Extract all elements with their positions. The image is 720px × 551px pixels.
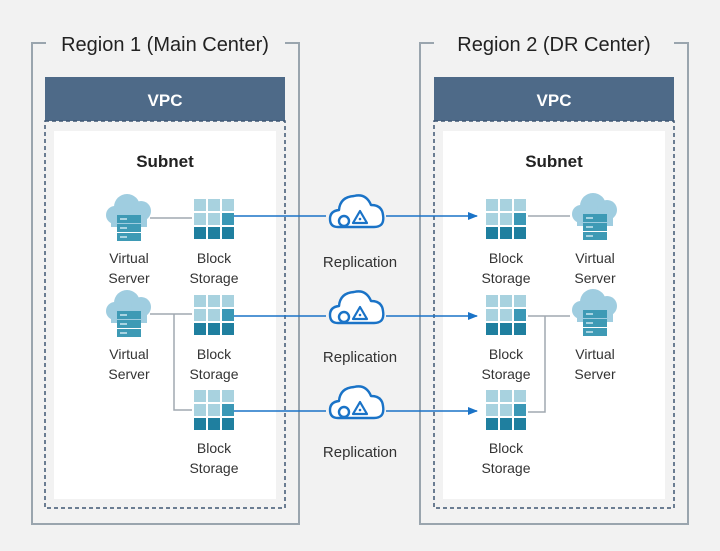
block-storage: Block Storage <box>481 295 531 382</box>
subnet-2 <box>443 131 665 499</box>
virtual-server-label-line1: Virtual <box>109 346 148 362</box>
block-storage-icon <box>194 295 234 335</box>
replication-label: Replication <box>323 444 397 461</box>
block-storage-label-line1: Block <box>197 440 232 456</box>
replication-label: Replication <box>323 254 397 271</box>
subnet-1-label: Subnet <box>136 152 194 171</box>
virtual-server-label-line1: Virtual <box>575 250 614 266</box>
block-storage: Block Storage <box>481 199 531 286</box>
virtual-server-label-line2: Server <box>108 366 150 382</box>
connector <box>150 313 192 411</box>
replication-links: Replication Replication Replication <box>234 194 478 461</box>
replication: Replication <box>323 194 397 271</box>
block-storage-icon <box>194 390 234 430</box>
block-storage-label-line1: Block <box>197 250 232 266</box>
vpc-1-frame <box>44 120 286 509</box>
block-storage-label-line2: Storage <box>189 460 238 476</box>
block-storage-icon <box>486 390 526 430</box>
replication: Replication <box>323 290 397 366</box>
region-1-border <box>31 42 300 525</box>
region-1: Region 1 (Main Center) VPC Subnet Virtua… <box>31 34 300 525</box>
region-2-border <box>419 42 689 525</box>
vpc-2-frame <box>433 120 675 509</box>
virtual-server-label-line2: Server <box>574 366 616 382</box>
block-storage-label-line1: Block <box>489 440 524 456</box>
subnet-1 <box>54 131 276 499</box>
vpc-2-header <box>434 77 674 121</box>
virtual-server-label-line1: Virtual <box>109 250 148 266</box>
block-storage-label-line2: Storage <box>481 366 530 382</box>
block-storage-label-line2: Storage <box>481 270 530 286</box>
replication: Replication <box>323 385 397 461</box>
block-storage-label-line2: Storage <box>189 270 238 286</box>
virtual-server-label-line2: Server <box>108 270 150 286</box>
block-storage-label-line2: Storage <box>481 460 530 476</box>
block-storage-icon <box>486 295 526 335</box>
region-2: Region 2 (DR Center) VPC Subnet Block St… <box>419 34 689 525</box>
block-storage-icon <box>486 199 526 239</box>
replication-label: Replication <box>323 349 397 366</box>
block-storage-icon <box>194 199 234 239</box>
block-storage-label-line1: Block <box>489 250 524 266</box>
block-storage: Block Storage <box>189 390 239 476</box>
vpc-1-label: VPC <box>148 91 183 110</box>
connector <box>528 315 570 413</box>
virtual-server-label-line2: Server <box>574 270 616 286</box>
block-storage-label-line2: Storage <box>189 366 238 382</box>
block-storage: Block Storage <box>481 390 531 476</box>
virtual-server-label-line1: Virtual <box>575 346 614 362</box>
vpc-2-label: VPC <box>537 91 572 110</box>
block-storage: Block Storage <box>189 295 239 382</box>
virtual-server: Virtual Server <box>105 289 152 382</box>
vpc-1-header <box>45 77 285 121</box>
region-1-title: Region 1 (Main Center) <box>61 34 269 56</box>
virtual-server: Virtual Server <box>571 288 618 382</box>
region-2-title: Region 2 (DR Center) <box>457 34 650 56</box>
block-storage-label-line1: Block <box>197 346 232 362</box>
virtual-server: Virtual Server <box>571 192 618 286</box>
subnet-2-label: Subnet <box>525 152 583 171</box>
block-storage: Block Storage <box>189 199 239 286</box>
block-storage-label-line1: Block <box>489 346 524 362</box>
virtual-server: Virtual Server <box>105 193 152 286</box>
